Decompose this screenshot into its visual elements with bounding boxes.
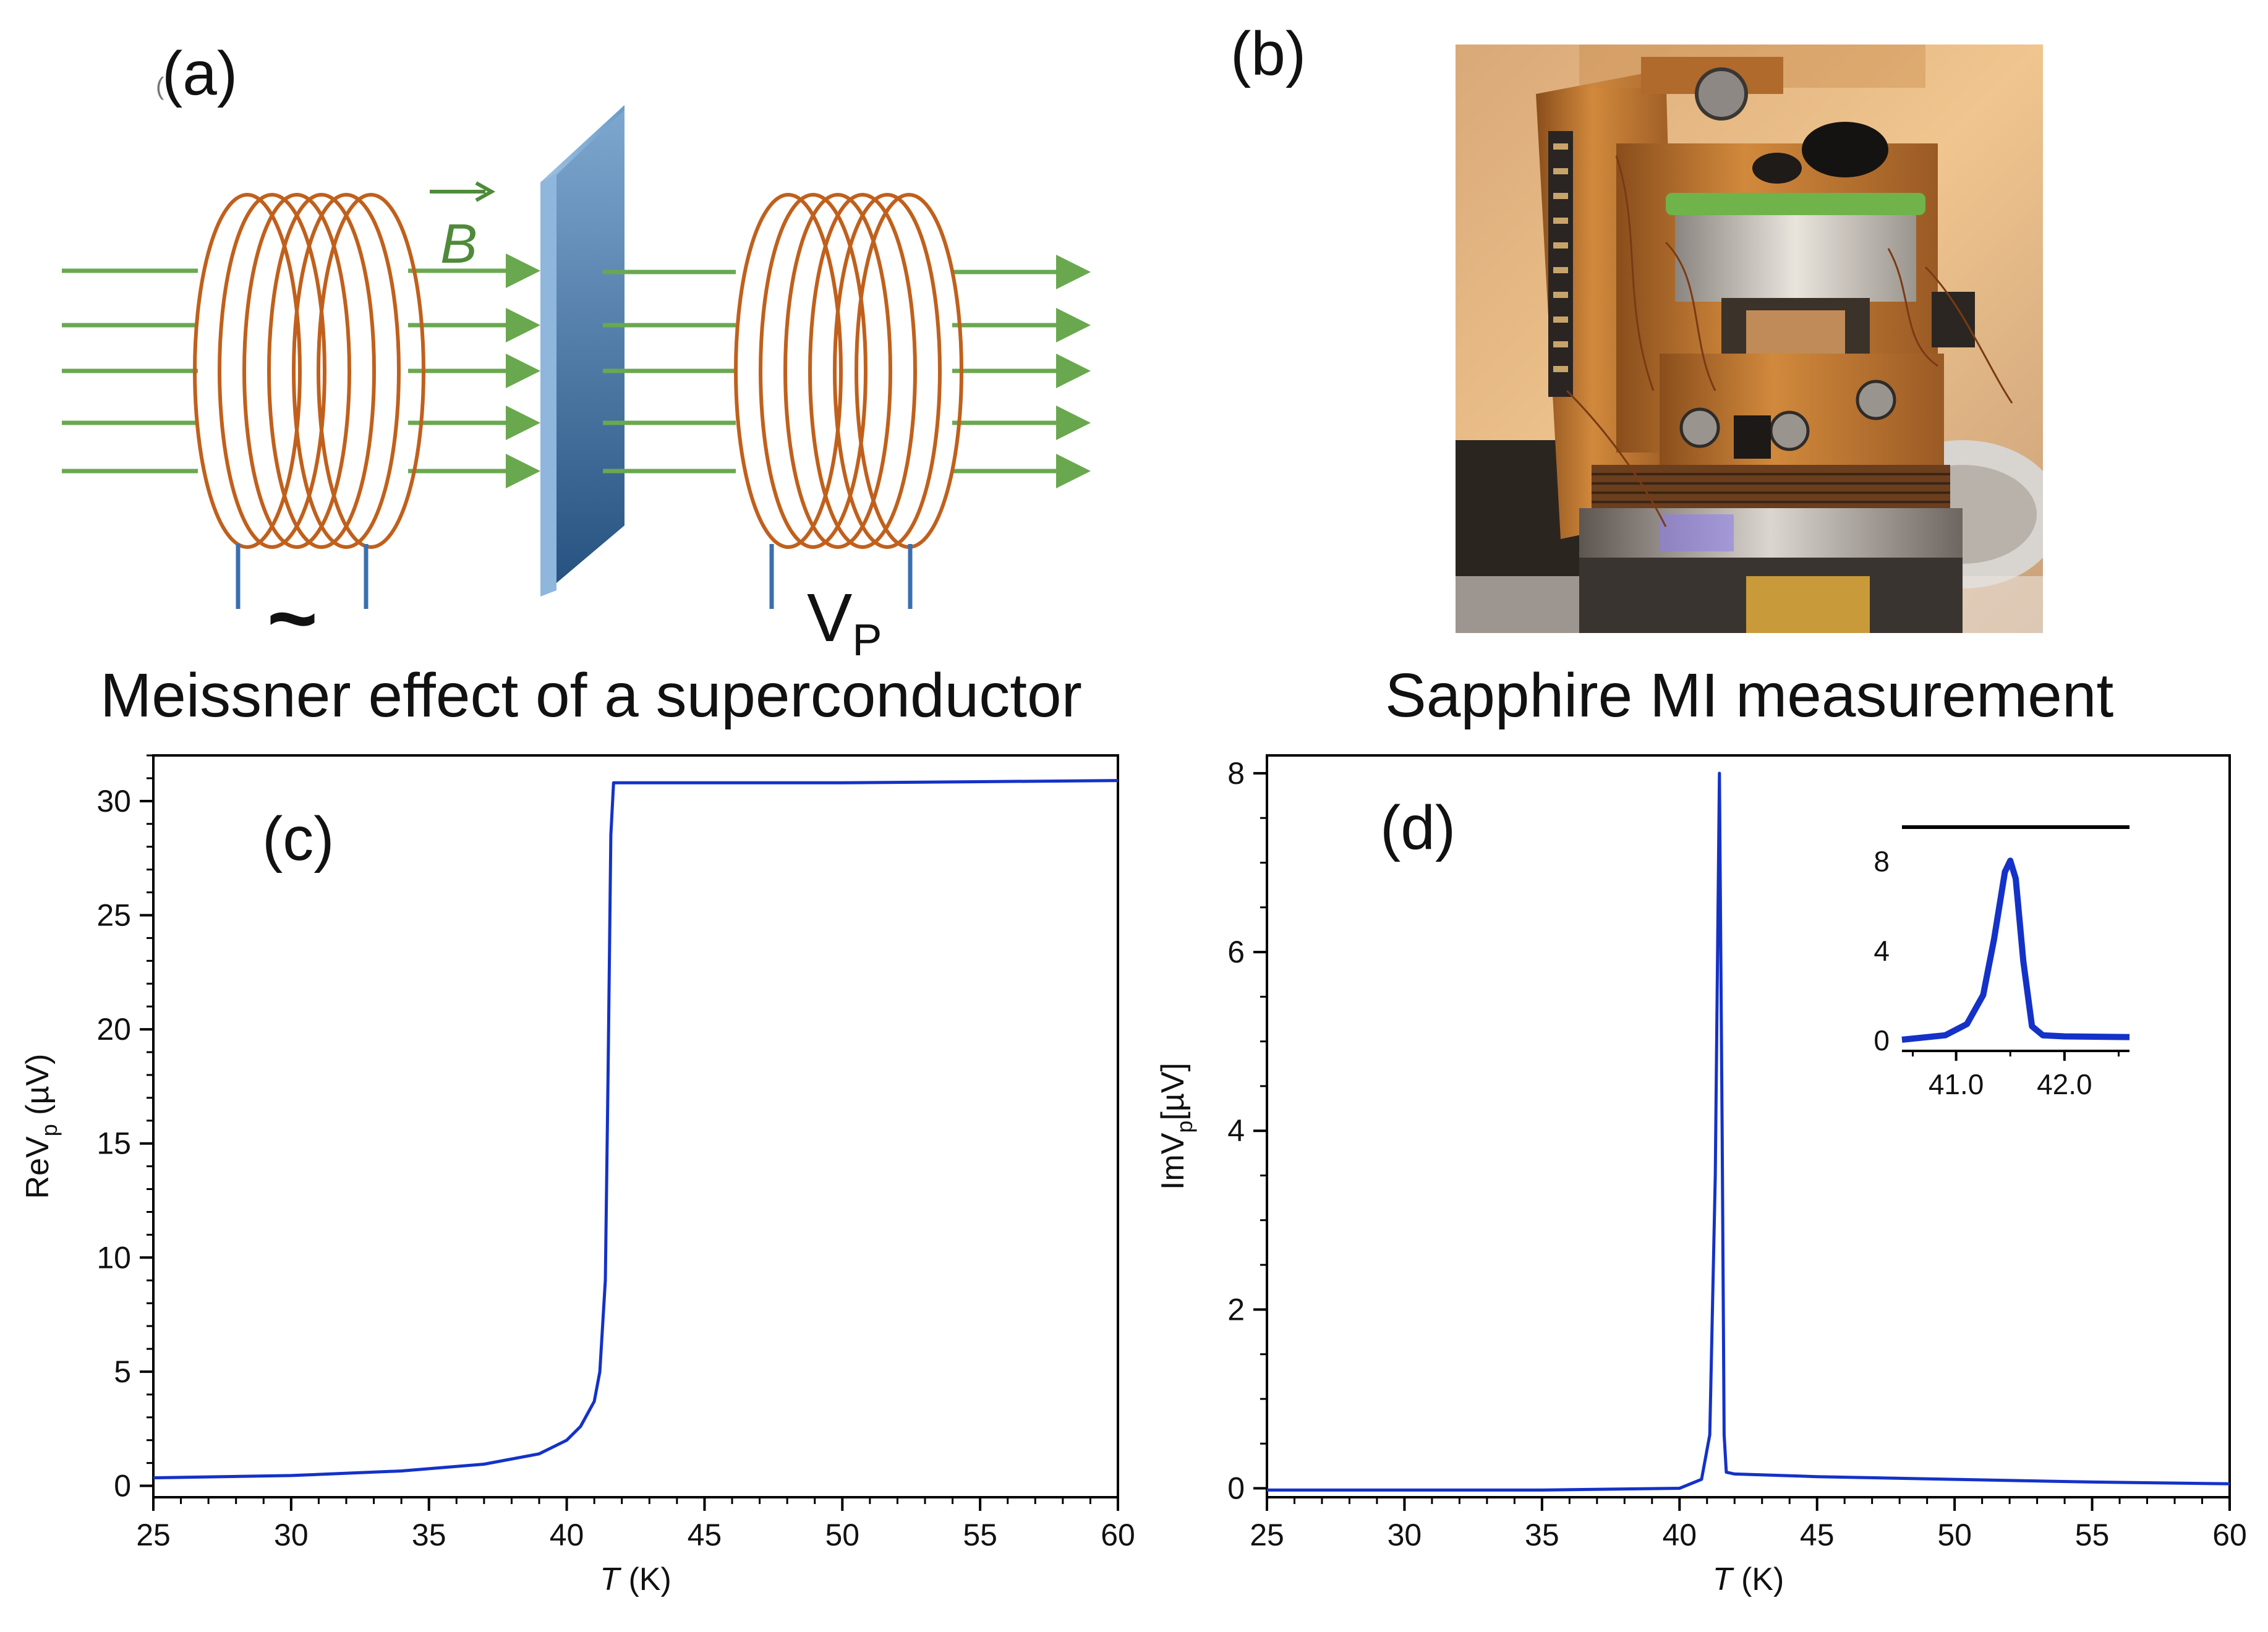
inset-y-tick-label: 0	[1874, 1024, 1890, 1056]
pickup-sub: P	[852, 616, 882, 665]
y-axis-label-unit: (µV)	[20, 1054, 56, 1124]
x-tick-label: 40	[550, 1518, 584, 1552]
x-tick-label: 35	[412, 1518, 446, 1552]
superconductor-plate	[540, 105, 625, 597]
panel-c-label: (c)	[262, 804, 335, 873]
inset-data-line	[1901, 857, 2130, 1043]
y-axis-label-main: ReV	[20, 1136, 56, 1199]
plot-frame	[1266, 754, 2231, 1498]
x-tick-label: 55	[963, 1518, 997, 1552]
x-axis-label-var: T	[600, 1562, 621, 1597]
x-tick-label: 45	[1800, 1518, 1835, 1552]
inset-x-tick-label: 41.0	[1929, 1068, 1984, 1100]
y-axis-label-sub: p	[1172, 1121, 1197, 1133]
x-tick-label: 60	[1101, 1518, 1134, 1552]
left-field-lines	[62, 253, 540, 488]
x-tick-label: 55	[2075, 1518, 2110, 1552]
b-label: B	[440, 213, 477, 275]
pickup-voltage-label: VP	[807, 584, 882, 663]
x-tick-label: 25	[136, 1518, 171, 1552]
y-axis-label-sub: p	[36, 1124, 62, 1136]
y-tick-label: 0	[114, 1469, 131, 1503]
x-tick-label: 30	[274, 1518, 309, 1552]
x-axis-label-var: T	[1713, 1562, 1734, 1597]
x-tick-label: 25	[1250, 1518, 1284, 1552]
y-axis-label-unit: [µV]	[1155, 1063, 1191, 1121]
y-tick-label: 0	[1227, 1471, 1245, 1506]
probe-photo	[1456, 45, 2043, 633]
inset-y-tick-label: 8	[1874, 845, 1890, 877]
panel-d-label: (d)	[1380, 793, 1456, 862]
right-field-lines	[603, 255, 1091, 488]
x-axis-label-unit: (K)	[1733, 1562, 1784, 1597]
data-line	[153, 779, 1119, 1480]
y-tick-label: 2	[1227, 1292, 1245, 1327]
panel-a-title: Meissner effect of a superconductor	[100, 661, 1082, 730]
x-tick-label: 45	[688, 1518, 722, 1552]
y-tick-label: 15	[96, 1126, 131, 1161]
drive-coil	[193, 193, 425, 549]
x-axis-label-unit: (K)	[620, 1562, 671, 1597]
panel-b-label: (b)	[1230, 19, 1307, 88]
pickup-coil-leads	[769, 544, 913, 609]
x-tick-label: 60	[2212, 1518, 2247, 1552]
y-tick-label: 30	[96, 784, 131, 818]
drive-coil-leads	[236, 544, 369, 609]
x-tick-label: 35	[1525, 1518, 1559, 1552]
x-tick-label: 50	[825, 1518, 859, 1552]
y-tick-label: 5	[114, 1354, 131, 1389]
panel-a: ( (a)	[0, 0, 1134, 730]
data-line	[1267, 771, 2230, 1492]
pickup-coil	[734, 193, 963, 549]
x-axis-label: T (K)	[1713, 1562, 1784, 1597]
b-field-symbol: B	[430, 181, 496, 275]
inset-x-tick-label: 42.0	[2037, 1068, 2092, 1100]
pickup-v: V	[807, 580, 853, 656]
y-axis-label: ReVp (µV)	[20, 1054, 62, 1199]
x-tick-label: 30	[1388, 1518, 1422, 1552]
y-axis-label-main: ImV	[1155, 1133, 1191, 1190]
inset-y-tick-label: 4	[1874, 935, 1890, 967]
panel-b-title: Sapphire MI measurement	[1385, 661, 2114, 730]
y-tick-label: 25	[96, 898, 131, 932]
y-tick-label: 8	[1227, 756, 1245, 791]
panel-a-tiny-mark: (	[156, 73, 164, 100]
x-tick-label: 40	[1662, 1518, 1697, 1552]
y-tick-label: 4	[1227, 1113, 1245, 1148]
x-tick-label: 50	[1937, 1518, 1972, 1552]
meissner-schematic: B	[62, 105, 1091, 609]
y-tick-label: 6	[1227, 935, 1245, 969]
drive-symbol: ~	[267, 569, 318, 666]
y-tick-label: 10	[96, 1240, 131, 1275]
y-tick-label: 20	[96, 1012, 131, 1047]
plot-frame	[152, 754, 1119, 1498]
panel-a-label: (a)	[162, 39, 238, 108]
x-axis-label: T (K)	[600, 1562, 671, 1597]
panel-b: (b)	[1134, 0, 2268, 730]
y-axis-label: ImVp[µV]	[1155, 1063, 1197, 1190]
